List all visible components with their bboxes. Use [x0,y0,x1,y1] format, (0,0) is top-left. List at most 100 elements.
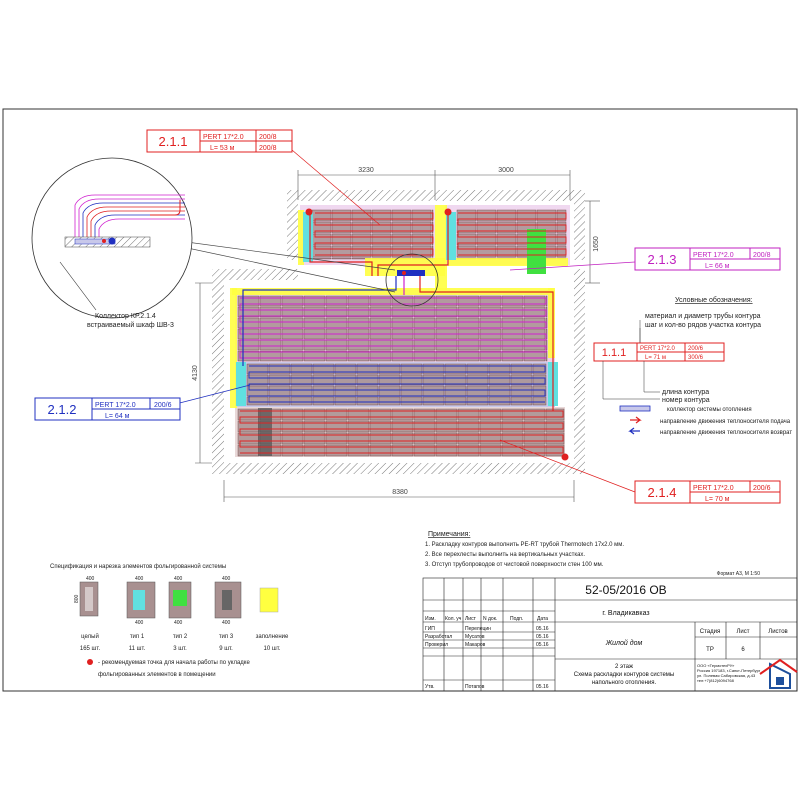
foil-tile [532,363,547,375]
callout-step2: 200/8 [259,145,277,152]
foil-tile [312,385,335,397]
foil-tile [501,317,524,329]
sheet-frame [2,108,798,692]
foil-tile [391,350,414,362]
foil-tile [444,363,467,375]
foil-tile [545,420,565,433]
collector-detail[interactable]: Коллектор КР.2.1.4 встраиваемый шкаф ШВ-… [31,157,193,329]
foil-tile [435,295,458,307]
legend-collector-label: коллектор системы отопления [667,407,752,413]
foil-tile [523,350,546,362]
legend-sample-length: L= 71 м [645,355,666,361]
foil-tile [496,233,517,246]
legend-heading: Условные обозначения: [675,296,753,304]
foil-tile [369,339,392,351]
foil-tile [237,339,260,351]
foil-tile [281,420,304,433]
foil-tile [545,339,548,351]
foil-tile [479,350,502,362]
callout-step: 200/8 [753,252,771,259]
object-name: Жилой дом [605,639,643,647]
callout-2-1-4[interactable]: 2.1.4 PERT 17*2.0 200/6 L= 70 м [634,480,781,504]
foil-tile [457,295,480,307]
col-header: Лист [465,616,477,622]
col-header: Кол. уч [445,616,462,622]
detail-pipe [150,200,181,216]
foil-tile [466,396,489,406]
callout-2-1-1[interactable]: 2.1.1 PERT 17*2.0 200/8 L= 53 м 200/8 [146,129,293,153]
foil-tile [281,306,304,318]
spec-qty: 10 шт. [264,646,281,652]
foil-tile [303,317,326,329]
sheet-value: 6 [741,647,745,653]
sheet-header: Лист [736,629,749,635]
foil-tile [334,396,357,406]
foil-tile [413,432,436,445]
foil-tile [456,221,477,234]
pipe-loop [457,212,567,256]
foil-tile [400,396,423,406]
foil-tile [411,221,432,234]
foil-tile [536,209,557,222]
foil-tile [466,363,489,375]
foil-tile [391,339,414,351]
foil-tile [303,444,326,457]
foil-tile [325,350,348,362]
foil-tile [516,221,537,234]
callout-2-1-2[interactable]: 2.1.2 PERT 17*2.0 200/6 L= 64 м [34,397,181,421]
spec-qty: 165 шт. [80,646,101,652]
foil-tile [476,209,497,222]
foil-tile [444,385,467,397]
foil-tile [501,339,524,351]
foil-tile [281,295,304,307]
dim-bottom: 8380 [392,489,408,496]
foil-tile [331,221,352,234]
type2-tiles [527,229,546,274]
foil-tile [303,339,326,351]
spec-name: заполнение [256,634,289,640]
foil-tile [523,339,546,351]
foil-tile [347,350,370,362]
foil-tile [331,245,352,258]
foil-tile [237,317,260,329]
foil-tile [347,306,370,318]
type3-tiles [258,408,272,456]
callout-id: 2.1.1 [159,134,188,149]
foil-tile [435,444,458,457]
foil-tile [378,374,401,386]
foil-tile [281,339,304,351]
foil-tile [259,317,282,329]
foil-tile [290,374,313,386]
detail-pipe [86,206,185,237]
spec-name: целый [81,633,99,640]
foil-tile [303,350,326,362]
foil-tile [371,209,392,222]
foil-tile [334,385,357,397]
foil-tile [378,396,401,406]
legend-sample-step2: 300/6 [688,355,704,361]
foil-tile [488,385,511,397]
foil-tile [331,209,352,222]
foil-tile [523,444,546,457]
spec-dim: 800 [74,594,80,603]
callout-pipe: PERT 17*2.0 [95,402,136,409]
callout-id: 2.1.3 [648,252,677,267]
foil-tile [356,374,379,386]
callout-2-1-3[interactable]: 2.1.3 PERT 17*2.0 200/8 L= 66 м [634,247,781,271]
foil-tile [281,432,304,445]
dim-right: 1650 [593,236,600,252]
spec-dim: 400 [222,576,231,582]
foil-tile [444,396,467,406]
legend-sample-id: 1.1.1 [602,347,626,359]
company-line: Россия 197183, г.Санкт-Петербург [697,668,761,673]
foil-tile [312,363,335,375]
dim-left: 4130 [192,365,199,381]
spec-hint-2: фольгированных элементов в помещении [98,672,216,678]
foil-tile [369,350,392,362]
foil-tile [457,432,480,445]
callout-step: 200/6 [154,402,172,409]
foil-tile [488,396,511,406]
foil-tile [457,350,480,362]
foil-tile [331,257,352,260]
stage-header: Стадия [700,629,720,635]
